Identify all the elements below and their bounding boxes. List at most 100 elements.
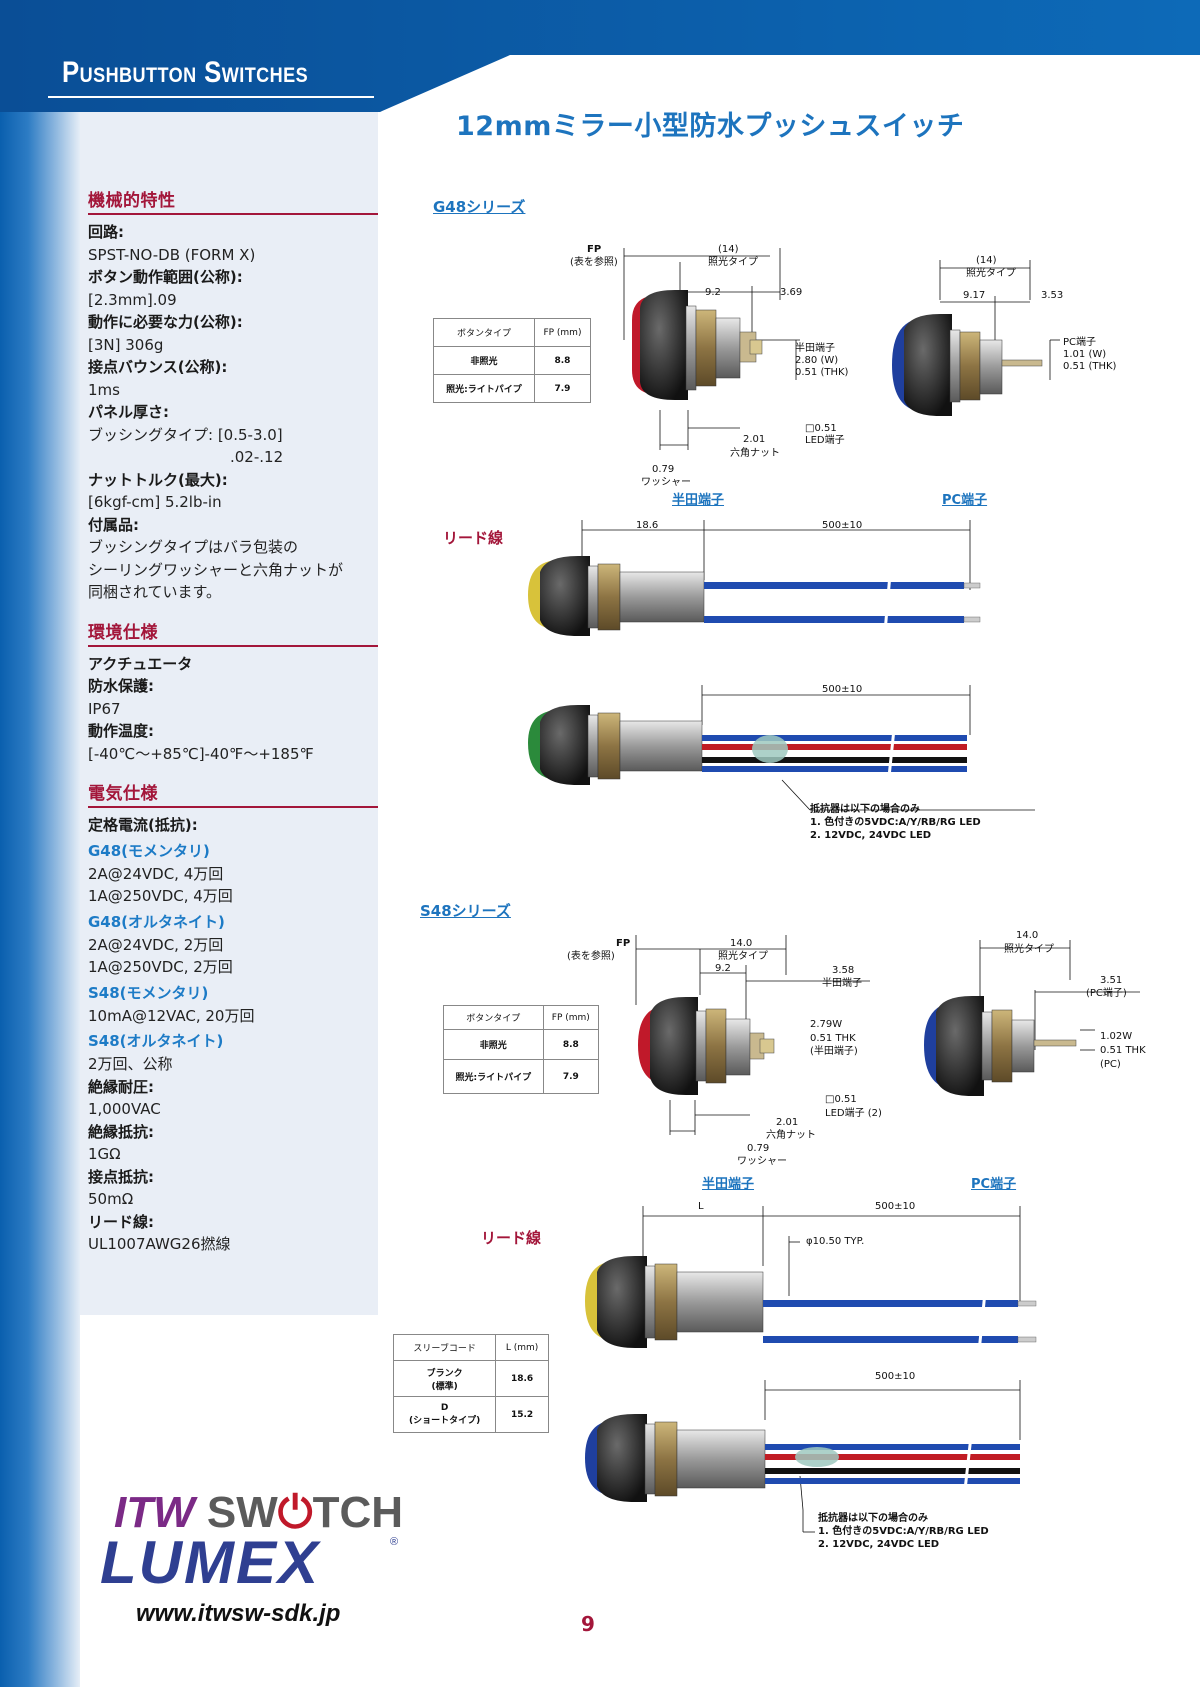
dim-s48-pc-p: (PC端子) xyxy=(1086,988,1127,999)
table-cell: 非照光 xyxy=(433,346,535,375)
page-title: 12mmミラー小型防水プッシュスイッチ xyxy=(456,111,965,142)
g48-series-label: G48シリーズ xyxy=(433,198,526,216)
dim-s48-2-01: 2.01 xyxy=(776,1117,799,1128)
spec-group-name: G48(オルタネイト) xyxy=(88,912,225,931)
dim-lit-type: 照光タイプ xyxy=(708,257,758,268)
dim-pc-thk: 0.51 (THK) xyxy=(1063,361,1117,372)
spec-value: 1A@250VDC, 4万回 xyxy=(88,887,233,905)
spec-label: ボタン動作範囲(公称): xyxy=(88,268,243,286)
s48-lead-drawing-1 xyxy=(585,1206,1037,1353)
s48-lead-label: リード線 xyxy=(481,1229,542,1247)
spec-label: リード線: xyxy=(88,1212,154,1231)
s48-resistor-note-2: 1. 色付きの5VDC:A/Y/RB/RG LED xyxy=(818,1526,989,1537)
logo-lumex: LUMEX xyxy=(100,1529,320,1596)
dim-s48-diameter: φ10.50 TYP. xyxy=(806,1236,865,1247)
s48-pc-label: PC端子 xyxy=(971,1177,1017,1192)
g48-resistor-note-3: 2. 12VDC, 24VDC LED xyxy=(810,830,932,841)
table-cell: D(ショートタイプ) xyxy=(392,1396,497,1433)
spec-value: .02-.12 xyxy=(230,448,284,466)
spec-list: 機械的特性 回路: SPST-NO-DB (FORM X) ボタン動作範囲(公称… xyxy=(88,186,378,1270)
dim-s48-9-2: 9.2 xyxy=(715,963,731,974)
dim-3-69: 3.69 xyxy=(780,287,803,298)
dim-lead-500: 500±10 xyxy=(822,520,863,531)
sleeve-desc: (標準) xyxy=(431,1381,458,1392)
dim-led-terminal: LED端子 xyxy=(805,435,845,446)
spec-group-name: S48(モメンタリ) xyxy=(88,983,209,1002)
spec-label: 防水保護: xyxy=(88,677,154,695)
spec-value: 2A@24VDC, 4万回 xyxy=(88,864,224,883)
spec-value: 1GΩ xyxy=(88,1145,121,1163)
spec-label: 接点抵抗: xyxy=(88,1167,154,1186)
table-cell: 非照光 xyxy=(443,1029,544,1060)
g48-resistor-note-1: 抵抗器は以下の場合のみ xyxy=(810,804,920,815)
s48-resistor-note-1: 抵抗器は以下の場合のみ xyxy=(818,1513,928,1524)
spec-value: 1,000VAC xyxy=(88,1100,161,1118)
spec-label: アクチュエータ xyxy=(88,654,193,673)
table-cell: 7.9 xyxy=(542,1059,600,1094)
g48-solder-label: 半田端子 xyxy=(672,493,725,508)
dim-washer: ワッシャー xyxy=(641,477,691,488)
g48-lead-label: リード線 xyxy=(443,529,504,547)
env-section: 環境仕様 アクチュエータ 防水保護: IP67 動作温度: [-40℃〜+85℃… xyxy=(88,618,378,766)
spec-value: IP67 xyxy=(88,699,121,718)
spec-group-name: S48(オルタネイト) xyxy=(88,1032,224,1050)
spec-value: ブッシングタイプはバラ包装の xyxy=(88,538,299,556)
s48-solder-label: 半田端子 xyxy=(702,1177,755,1192)
spec-label: 動作に必要な力(公称): xyxy=(88,313,243,331)
spec-value: ブッシングタイプ: [0.5-3.0] xyxy=(88,425,283,444)
dim-s48-lead-l: L xyxy=(698,1201,704,1212)
table-header: ボタンタイプ xyxy=(433,318,535,347)
env-title: 環境仕様 xyxy=(88,618,378,647)
dim-s48-14: 14.0 xyxy=(730,938,753,949)
dim-w-2-80: 2.80 (W) xyxy=(795,355,839,366)
dim-s48-0-79: 0.79 xyxy=(747,1143,770,1154)
spec-label: 動作温度: xyxy=(88,722,154,740)
mech-title: 機械的特性 xyxy=(88,186,378,215)
dim-s48-thk: 0.51 THK xyxy=(810,1033,856,1044)
page-number: 9 xyxy=(581,1612,595,1636)
s48-solder-drawing xyxy=(635,935,870,1135)
table-header: ボタンタイプ xyxy=(443,1005,544,1030)
s48-series-label: S48シリーズ xyxy=(420,902,511,920)
dim-0-79: 0.79 xyxy=(652,464,675,475)
table-header: L (mm) xyxy=(495,1334,549,1361)
website-url[interactable]: www.itwsw-sdk.jp xyxy=(136,1600,341,1627)
power-icon: ⏻ xyxy=(277,1488,313,1537)
dim-thk-0-51: 0.51 (THK) xyxy=(795,367,849,378)
logo-tch: TCH xyxy=(312,1488,404,1537)
g48-pc-drawing xyxy=(892,260,1060,416)
s48-pc-drawing xyxy=(924,940,1140,1096)
spec-value: 2A@24VDC, 2万回 xyxy=(88,935,224,954)
spec-group-name: G48(モメンタリ) xyxy=(88,841,210,860)
s48-resistor-note-3: 2. 12VDC, 24VDC LED xyxy=(818,1539,940,1550)
table-cell: 18.6 xyxy=(495,1360,549,1397)
dim-s48-w: 2.79W xyxy=(810,1019,843,1030)
dim-pc-lit: 照光タイプ xyxy=(966,268,1016,279)
dim-solder: 半田端子 xyxy=(795,343,835,354)
dim-3-53: 3.53 xyxy=(1041,290,1064,301)
dim-w-1-01: 1.01 (W) xyxy=(1063,349,1107,360)
logo-itw-switch: ITW SW⏻TCH xyxy=(114,1488,403,1538)
dim-s48-w-1-02: 1.02W xyxy=(1100,1031,1133,1042)
g48-resistor-note-2: 1. 色付きの5VDC:A/Y/RB/RG LED xyxy=(810,817,981,828)
dim-pc-14: (14) xyxy=(976,255,997,266)
logo-sw: SW xyxy=(206,1488,278,1537)
s48-lead-drawing-2 xyxy=(585,1380,1021,1533)
dim-s48-fp-note: (表を参照) xyxy=(567,951,615,962)
dim-9-2: 9.2 xyxy=(705,287,721,298)
elec-title: 電気仕様 xyxy=(88,779,378,808)
left-blue-stripe xyxy=(0,0,80,1687)
section-header-title: Pushbutton Switches xyxy=(62,56,309,89)
table-cell: 7.9 xyxy=(533,374,592,403)
dim-s48-3-51: 3.51 xyxy=(1100,975,1123,986)
spec-value: 50mΩ xyxy=(88,1190,134,1208)
elec-section: 電気仕様 定格電流(抵抗): G48(モメンタリ) 2A@24VDC, 4万回 … xyxy=(88,779,378,1256)
spec-label: ナットトルク(最大): xyxy=(88,470,228,489)
table-header: FP (mm) xyxy=(533,318,592,347)
dim-s48-solder-p: (半田端子) xyxy=(810,1046,858,1057)
g48-solder-drawing xyxy=(623,248,800,450)
dim-s48-pc-pp: (PC) xyxy=(1100,1059,1121,1070)
dim-s48-led-051: □0.51 xyxy=(825,1094,857,1105)
table-header: FP (mm) xyxy=(542,1005,600,1030)
